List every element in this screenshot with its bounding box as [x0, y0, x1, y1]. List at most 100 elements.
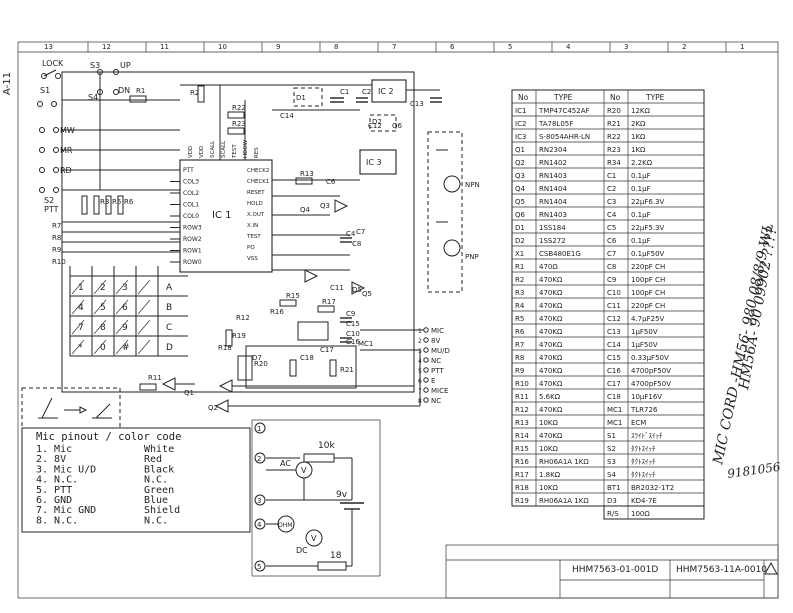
- pinout-title: Mic pinout / color code: [36, 431, 181, 443]
- ohm-meter: OHM: [278, 522, 292, 529]
- parts-table-header: No: [610, 93, 621, 102]
- component-label: C9: [346, 310, 355, 318]
- parts-table-cell: R19: [515, 497, 529, 505]
- parts-table-cell: ﾀｸﾄｽｲｯﾁ: [631, 458, 656, 466]
- drawing-number-1: HHM7563-01-001D: [572, 565, 658, 575]
- parts-table-cell: 0.1μF50V: [631, 250, 665, 258]
- parts-table-cell: C15: [607, 354, 621, 362]
- pinout-pin: 1. Mic: [36, 444, 72, 455]
- parts-table-cell: C6: [607, 237, 617, 245]
- handwritten-notes: MIC CORD -HM56- 980 08/8/9 WL HM56A- 90 …: [710, 222, 782, 481]
- component-label: R9: [52, 246, 61, 254]
- parts-table-header: TYPE: [553, 93, 573, 102]
- parts-table-cell: 10KΩ: [539, 419, 558, 427]
- parts-table-cell: 12KΩ: [631, 107, 650, 115]
- ic2-label: IC 2: [378, 87, 394, 96]
- parts-table-cell: X1: [515, 250, 524, 258]
- parts-table-cell: 0.1μF: [631, 172, 651, 180]
- connector-pin-number: 1: [418, 328, 422, 335]
- parts-table-cell: C2: [607, 185, 616, 193]
- keypad-key: A: [166, 283, 173, 293]
- component-label: R22: [232, 104, 246, 112]
- parts-table-cell: R22: [607, 133, 621, 141]
- component-label: Q5: [362, 290, 372, 298]
- component-label: C14: [280, 112, 294, 120]
- switch-label: S2: [44, 196, 54, 205]
- switch-s3: S3 UP: [90, 61, 131, 75]
- component-label: C6: [326, 178, 336, 186]
- resistor-ladder: [62, 195, 180, 253]
- switch-label: LOCK: [42, 59, 64, 68]
- component-label: R23: [232, 120, 246, 128]
- component-label: C18: [300, 354, 314, 362]
- component-label: Q3: [320, 202, 330, 210]
- ic1-pin-label: VDD: [199, 146, 205, 158]
- ic1-pin-label: COL0: [183, 213, 199, 220]
- parts-table-cell: C11: [607, 302, 621, 310]
- parts-table-cell: MC1: [607, 406, 622, 414]
- pinout-color: Black: [144, 464, 174, 475]
- parts-table-cell: 470KΩ: [539, 341, 563, 349]
- parts-table-cell: Q3: [515, 172, 525, 180]
- parts-table-cell: S3: [607, 458, 616, 466]
- component-label: R2: [190, 89, 199, 97]
- connector-pin-label: MIC: [431, 327, 444, 335]
- test-node-number: 5: [257, 563, 261, 571]
- parts-table-cell: ECM: [631, 419, 646, 427]
- connector-pin-number: 7: [418, 388, 422, 395]
- ic1-pin-label: PO: [247, 245, 255, 251]
- connector-pin-label: 8V: [431, 337, 440, 345]
- pinout-pin: 6. GND: [36, 495, 72, 506]
- parts-table-cell: 470KΩ: [539, 354, 563, 362]
- ic1-pin-label: CHECK2: [247, 168, 269, 174]
- keypad-key: B: [166, 303, 172, 313]
- ic1-pin-label: COL3: [183, 179, 199, 186]
- parts-table-cell: R1: [515, 263, 524, 271]
- keypad-key: D: [166, 343, 173, 353]
- ic1-pin-label: X.OUT: [247, 212, 265, 218]
- parts-table-cell: RN2304: [539, 146, 567, 154]
- parts-table-cell: ｽﾗｲﾄﾞｽｲｯﾁ: [631, 432, 663, 440]
- component-label: C15: [346, 320, 360, 328]
- parts-table-cell: TMP47C452AF: [538, 107, 590, 115]
- component-label: D2: [372, 118, 382, 126]
- keypad-key: 6: [122, 303, 128, 313]
- parts-table-cell: D2: [515, 237, 525, 245]
- parts-table-cell: RN1404: [539, 185, 567, 193]
- pnp-label: PNP: [465, 253, 479, 261]
- ic1-pin-label: ROW2: [183, 236, 202, 243]
- column-number: 11: [160, 43, 169, 51]
- keypad-key: 7: [78, 323, 84, 333]
- parts-table-cell: D1: [515, 224, 525, 232]
- parts-table-cell: 470KΩ: [539, 289, 563, 297]
- pinout-pin: 2. 8V: [36, 454, 66, 465]
- parts-table-cell: 220pF CH: [631, 263, 665, 271]
- ic1-pin-label: HOLD: [247, 201, 263, 207]
- ic1-pin-label: SCALL: [221, 140, 227, 158]
- parts-table-cell: R16: [515, 458, 529, 466]
- parts-table-cell: C17: [607, 380, 621, 388]
- parts-table-header: No: [518, 93, 529, 102]
- capacitor-symbols: [330, 97, 442, 343]
- parts-table-cell: R34: [607, 159, 621, 167]
- parts-table-cell: R21: [607, 120, 621, 128]
- connector-pin-number: 5: [418, 368, 422, 375]
- dc-label: DC: [296, 546, 308, 555]
- parts-table-cell: C12: [607, 315, 621, 323]
- ic1-pin-label: ROW0: [183, 259, 202, 266]
- keypad-key: C: [166, 323, 172, 333]
- ic3: IC 3: [359, 149, 397, 175]
- parts-table-cell: RN1404: [539, 198, 567, 206]
- dashed-groups: [21, 87, 397, 429]
- component-label: R1: [136, 87, 145, 95]
- parts-table-cell: D3: [607, 497, 617, 505]
- parts-table-cell: IC1: [515, 107, 526, 115]
- component-label: C2: [362, 88, 371, 96]
- parts-table-cell: 1SS272: [539, 237, 566, 245]
- parts-table-cell: TLR726: [630, 406, 658, 414]
- parts-table-cell: C7: [607, 250, 616, 258]
